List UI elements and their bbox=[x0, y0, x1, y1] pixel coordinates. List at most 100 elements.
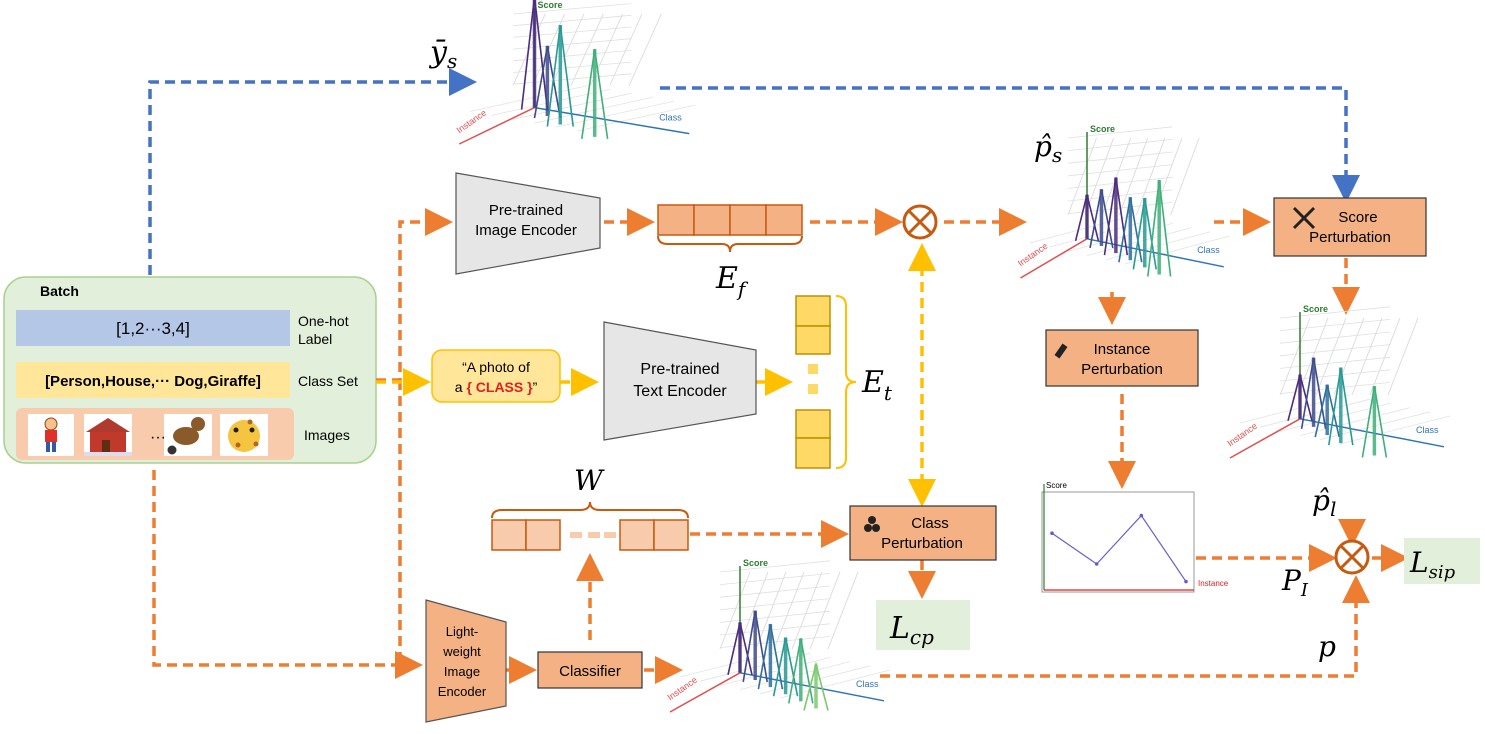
pl-sub: l bbox=[1330, 497, 1336, 521]
grid-line bbox=[1067, 139, 1173, 151]
class-perturbation-box: Class Perturbation bbox=[849, 505, 997, 561]
one-hot-label-values: [1,2···3,4] bbox=[116, 319, 190, 338]
floor-grid-line bbox=[1124, 235, 1230, 265]
pl-main: p̂ bbox=[1312, 484, 1330, 517]
grid-line bbox=[719, 573, 831, 585]
axis-label-score: Score bbox=[1303, 304, 1328, 314]
instance-perturbation-label-2: Perturbation bbox=[1081, 361, 1163, 378]
floor-grid-line bbox=[577, 104, 696, 132]
grid-line bbox=[512, 26, 632, 38]
grid-line bbox=[512, 14, 632, 27]
class-axis bbox=[739, 672, 885, 702]
grid-line bbox=[570, 13, 604, 86]
axis-label-class: Class bbox=[659, 113, 682, 123]
tools-icon bbox=[1292, 206, 1316, 230]
et-sub: t bbox=[884, 381, 893, 405]
image-thumb-house bbox=[84, 414, 132, 456]
chart-point bbox=[1094, 562, 1099, 566]
grid-line bbox=[512, 61, 632, 73]
lcp-symbol: Lcp bbox=[889, 611, 934, 649]
instance-axis bbox=[669, 672, 741, 713]
lsip-main: L bbox=[1409, 546, 1429, 579]
one-hot-label-bar bbox=[16, 310, 290, 346]
ps-symbol: p̂s bbox=[1034, 130, 1062, 167]
grid-line bbox=[719, 598, 831, 611]
grid-line bbox=[1101, 137, 1132, 216]
ys-symbol: ȳs bbox=[428, 35, 457, 73]
grid-line bbox=[1297, 317, 1329, 396]
classifier-box: Classifier bbox=[537, 651, 643, 689]
floor-grid-line bbox=[1029, 214, 1135, 244]
arrow-label-to-ys bbox=[148, 68, 477, 275]
grid-line bbox=[719, 585, 831, 598]
lsip-sub: sip bbox=[1429, 562, 1456, 583]
ps-main: p̂ bbox=[1034, 130, 1052, 163]
grid-line bbox=[1170, 137, 1200, 216]
grid-line bbox=[551, 13, 585, 86]
grid-line bbox=[1136, 137, 1166, 216]
grid-line bbox=[1084, 137, 1114, 216]
instance-score-chart: Score Instance bbox=[1041, 481, 1229, 593]
grid-line bbox=[1118, 137, 1149, 216]
pi-sub: I bbox=[1300, 580, 1309, 601]
floor-grid-line bbox=[1239, 394, 1351, 424]
grid-line bbox=[1279, 356, 1391, 369]
grid-line bbox=[809, 571, 841, 650]
pretrained-image-encoder: Pre-trained Image Encoder bbox=[455, 172, 601, 275]
one-hot-caption-2: Label bbox=[298, 331, 332, 347]
grid-line bbox=[719, 571, 751, 650]
batch-panel: Batch [1,2···3,4] One-hot Label [Person,… bbox=[3, 276, 377, 464]
class-axis bbox=[1086, 238, 1224, 268]
pi-main: P bbox=[1281, 564, 1302, 597]
ef-sub: f bbox=[736, 277, 749, 301]
pl-symbol: p̂l bbox=[1312, 484, 1336, 521]
chart-point bbox=[1139, 513, 1144, 518]
image-encoder-label-1: Pre-trained bbox=[489, 202, 563, 219]
lsip-symbol: Lsip bbox=[1409, 546, 1456, 583]
chart-point bbox=[1184, 579, 1188, 584]
chart-instance-label: Instance bbox=[1198, 579, 1229, 588]
floor-grid-line bbox=[679, 648, 791, 678]
et-main: E bbox=[861, 365, 884, 400]
axis-label-class: Class bbox=[1416, 425, 1439, 435]
ys-main: ȳ bbox=[428, 35, 448, 70]
lcp-main: L bbox=[889, 611, 910, 646]
chart-point bbox=[1050, 531, 1054, 535]
classifier-label: Classifier bbox=[559, 663, 621, 680]
prompt-suffix: ” bbox=[533, 379, 538, 395]
grid-line bbox=[719, 623, 831, 636]
axis-label-score: Score bbox=[1090, 124, 1115, 134]
grid-line bbox=[755, 571, 787, 650]
class-set-caption: Class Set bbox=[298, 373, 358, 389]
image-thumb-dog bbox=[164, 414, 212, 456]
grid-line bbox=[512, 38, 632, 50]
grid-line bbox=[609, 13, 643, 86]
floor-grid-line bbox=[719, 657, 831, 686]
text-encoder-label-1: Pre-trained bbox=[640, 361, 719, 378]
grid-line bbox=[1067, 137, 1097, 216]
images-ellipsis: ··· bbox=[150, 429, 166, 446]
class-perturbation-label-1: Class bbox=[911, 515, 949, 532]
circles-icon bbox=[864, 516, 880, 532]
prompt-line-2: a { CLASS }” bbox=[455, 379, 538, 395]
image-encoder-label-2: Image Encoder bbox=[475, 222, 577, 239]
light-encoder-label-4: Encoder bbox=[438, 684, 487, 699]
floor-grid-line bbox=[1067, 223, 1173, 252]
grid-line bbox=[773, 571, 805, 650]
lcp-sub: cp bbox=[910, 625, 934, 649]
grid-line bbox=[1279, 331, 1391, 344]
prompt-line-1: “A photo of bbox=[462, 359, 530, 375]
axis-label-class: Class bbox=[1197, 245, 1220, 255]
floor-grid-line bbox=[512, 92, 632, 120]
pretrained-text-encoder: Pre-trained Text Encoder bbox=[603, 321, 757, 441]
floor-grid-line bbox=[1339, 415, 1451, 445]
class-set-bar bbox=[16, 362, 290, 398]
p-symbol: p bbox=[1318, 630, 1336, 663]
grid-line bbox=[628, 13, 662, 86]
lcp-loss: Lcp bbox=[876, 600, 970, 650]
grid-line bbox=[1387, 317, 1419, 396]
connectors bbox=[148, 68, 1409, 684]
prompt-class-token: { CLASS } bbox=[466, 379, 533, 395]
prompt-prefix: a bbox=[455, 379, 467, 395]
grid-line bbox=[512, 3, 632, 15]
